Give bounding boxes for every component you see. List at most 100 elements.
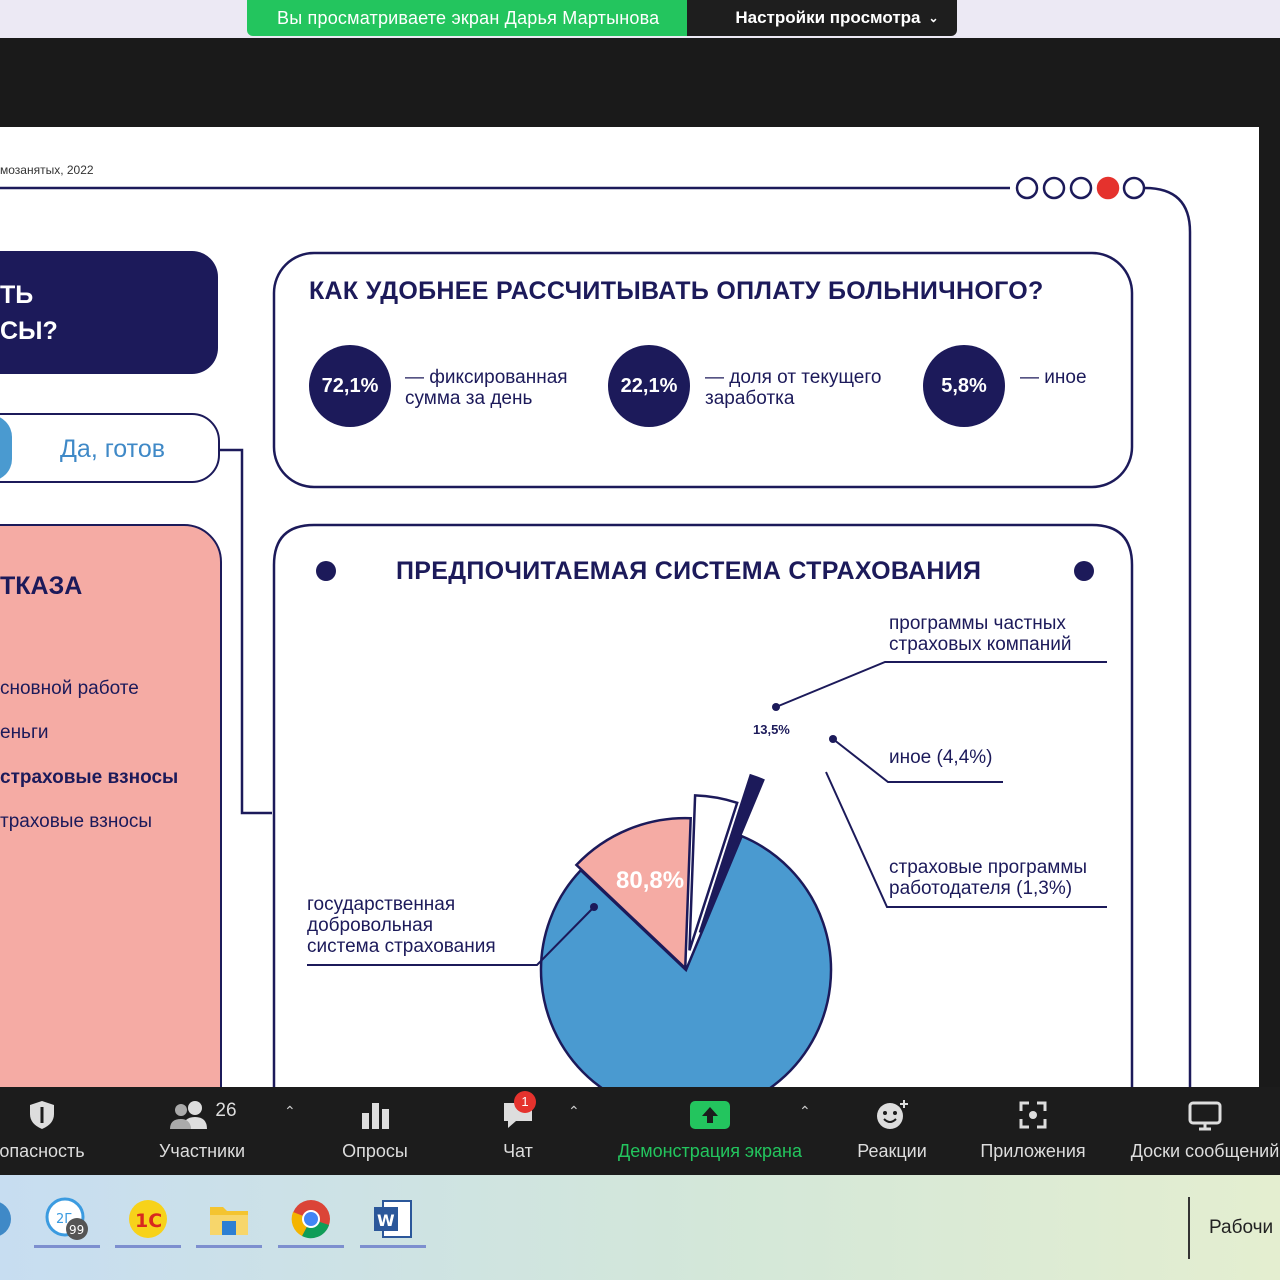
leader-line — [832, 738, 1003, 783]
pie-slice-label: иное (4,4%) — [889, 747, 992, 768]
screen-share-banner: Вы просматриваете экран Дарья Мартынова … — [247, 0, 957, 36]
stat-line: сумма за день — [405, 388, 533, 409]
stat-description: — доля от текущего заработка — [705, 367, 881, 409]
share-screen-label: Демонстрация экрана — [618, 1141, 802, 1161]
chat-caret-icon[interactable]: ⌃ — [568, 1103, 580, 1119]
pie-slice-label: государственная добровольная система стр… — [307, 894, 496, 957]
stat-circle: 72,1% — [309, 345, 391, 427]
answer-bar — [0, 415, 12, 481]
chrome-icon[interactable] — [278, 1193, 344, 1248]
pie-value-label: 80,8% — [616, 867, 685, 894]
chat-label: Чат — [503, 1141, 533, 1161]
shield-icon — [0, 1097, 88, 1133]
pie-slice — [574, 816, 692, 971]
leader-dot — [829, 735, 837, 743]
pie-slice-label: программы частных страховых компаний — [889, 613, 1071, 655]
question-box: ТЬ СЫ? — [0, 251, 218, 374]
polls-icon — [330, 1097, 420, 1133]
zoom-toolbar: опасность 26 Участники ⌃ Опросы 1 Чат ⌃ … — [0, 1087, 1280, 1175]
pie-label-line: иное (4,4%) — [889, 747, 993, 768]
progress-dot-active — [1096, 176, 1120, 200]
question-line: ТЬ — [0, 281, 34, 309]
chat-button[interactable]: 1 Чат — [490, 1091, 546, 1162]
stat-line: — доля от текущего — [705, 367, 882, 388]
boards-icon — [1118, 1097, 1280, 1133]
apps-icon — [968, 1097, 1098, 1133]
answer-label: Да, готов — [60, 435, 166, 463]
security-label: опасность — [0, 1141, 85, 1161]
stat-description: — фиксированная сумма за день — [405, 367, 568, 409]
view-options-button[interactable]: Настройки просмотра ⌄ — [687, 0, 957, 36]
pie-label-line: программы частных — [889, 613, 1066, 634]
share-caret-icon[interactable]: ⌃ — [799, 1103, 811, 1119]
taskbar-separator — [1188, 1197, 1190, 1259]
boards-button[interactable]: Доски сообщений — [1118, 1097, 1280, 1162]
share-message: Вы просматриваете экран Дарья Мартынова — [247, 0, 688, 36]
word-icon[interactable]: W — [360, 1193, 426, 1248]
slide-source: мозанятых, 2022 — [0, 163, 94, 177]
participants-label: Участники — [159, 1141, 245, 1161]
progress-dot — [1069, 176, 1093, 200]
progress-dot — [1122, 176, 1146, 200]
svg-text:1С: 1С — [135, 1210, 162, 1232]
reactions-button[interactable]: Реакции — [846, 1097, 938, 1162]
stat-circle: 22,1% — [608, 345, 690, 427]
chat-icon: 1 — [490, 1091, 546, 1133]
file-explorer-icon[interactable] — [196, 1193, 262, 1248]
svg-text:W: W — [377, 1211, 395, 1230]
sick-pay-title: КАК УДОБНЕЕ РАССЧИТЫВАТЬ ОПЛАТУ БОЛЬНИЧН… — [309, 277, 1044, 305]
chat-app-badge: 99 — [69, 1223, 84, 1237]
reasons-title: ТКАЗА — [0, 572, 83, 600]
leader-dot — [772, 703, 780, 711]
answer-pill: Да, готов — [0, 413, 220, 483]
stat-circle: 5,8% — [923, 345, 1005, 427]
pie-label-line: государственная — [307, 894, 456, 915]
presentation-slide: мозанятых, 2022 ТЬ СЫ? Да, готов ТКАЗА с… — [0, 127, 1259, 1087]
desktop-label[interactable]: Рабочи — [1209, 1217, 1274, 1238]
apps-button[interactable]: Приложения — [968, 1097, 1098, 1162]
insurance-title: ПРЕДПОЧИТАЕМАЯ СИСТЕМА СТРАХОВАНИЯ — [396, 557, 982, 585]
insurance-pie-chart — [307, 661, 1107, 1087]
chat-badge: 1 — [514, 1091, 536, 1113]
pie-label-line: система страхования — [307, 936, 496, 957]
leader-dot — [590, 903, 598, 911]
taskbar-app-icon[interactable] — [0, 1193, 26, 1245]
pie-label-line: страховые программы — [889, 857, 1088, 878]
view-options-label: Настройки просмотра — [735, 8, 921, 27]
pie-value-label: 13,5% — [753, 722, 790, 737]
progress-dot — [1042, 176, 1066, 200]
pie-slice-label: страховые программы работодателя (1,3%) — [889, 857, 1087, 899]
share-screen-icon — [604, 1097, 816, 1133]
pie-label-line: работодателя (1,3%) — [889, 878, 1073, 899]
1c-icon[interactable]: 1С — [115, 1193, 181, 1248]
pie-label-line: страховых компаний — [889, 634, 1072, 655]
reasons-box — [0, 524, 222, 1087]
stat-line: заработка — [705, 388, 795, 409]
stat-description: — иное — [1020, 367, 1087, 388]
boards-label: Доски сообщений — [1130, 1141, 1280, 1161]
polls-label: Опросы — [342, 1141, 408, 1161]
pie-label-line: добровольная — [307, 915, 434, 936]
stat-line: — фиксированная — [405, 367, 568, 388]
participants-count: 26 — [215, 1100, 237, 1121]
reason-item: сновной работе — [0, 678, 139, 699]
leader-line — [775, 661, 1107, 708]
share-screen-button[interactable]: Демонстрация экрана — [604, 1097, 816, 1162]
progress-dot — [1015, 176, 1039, 200]
question-line: СЫ? — [0, 317, 58, 345]
apps-label: Приложения — [980, 1141, 1086, 1161]
pie-slice — [698, 773, 765, 933]
leader-line — [825, 771, 1107, 908]
polls-button[interactable]: Опросы — [330, 1097, 420, 1162]
chevron-down-icon: ⌄ — [928, 11, 939, 25]
reason-item: еньги — [0, 722, 49, 743]
participants-caret-icon[interactable]: ⌃ — [284, 1103, 296, 1119]
participants-button[interactable]: 26 Участники — [150, 1097, 254, 1162]
reason-item: страховые взносы — [0, 767, 179, 788]
leader-line — [307, 906, 595, 966]
security-button[interactable]: опасность — [0, 1097, 88, 1162]
pie-slice — [688, 794, 739, 951]
pie-slice — [539, 834, 833, 1087]
